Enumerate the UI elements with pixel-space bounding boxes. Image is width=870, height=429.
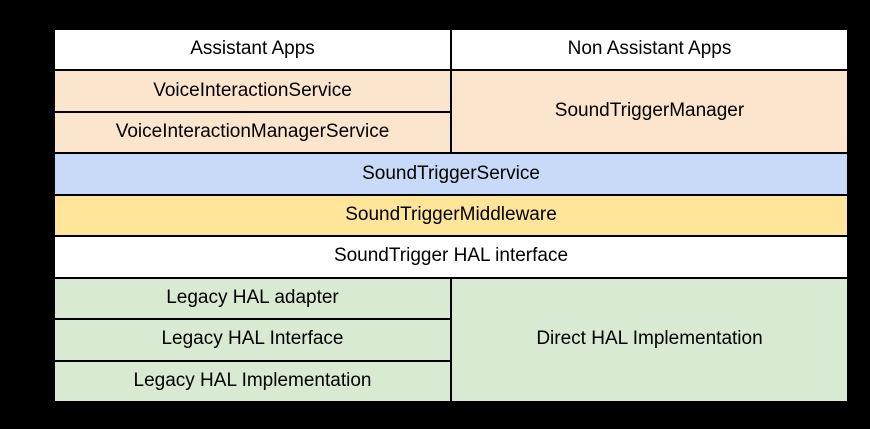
cell-legacy-hal-implementation: Legacy HAL Implementation [55,361,450,401]
cell-sound-trigger-middleware: SoundTriggerMiddleware [55,195,847,236]
cell-sound-trigger-service: SoundTriggerService [55,154,847,194]
cell-direct-hal-implementation: Direct HAL Implementation [452,278,847,401]
cell-legacy-hal-adapter: Legacy HAL adapter [55,278,450,319]
cell-voice-interaction-service: VoiceInteractionService [55,71,450,111]
cell-sound-trigger-manager: SoundTriggerManager [452,71,847,153]
cell-assistant-apps: Assistant Apps [55,30,450,70]
cell-non-assistant-apps: Non Assistant Apps [452,30,847,70]
cell-soundtrigger-hal-interface: SoundTrigger HAL interface [55,237,847,277]
soundtrigger-stack-diagram: Assistant Apps Non Assistant Apps VoiceI… [53,28,849,403]
cell-voice-interaction-manager-service: VoiceInteractionManagerService [55,112,450,153]
cell-legacy-hal-interface: Legacy HAL Interface [55,320,450,360]
